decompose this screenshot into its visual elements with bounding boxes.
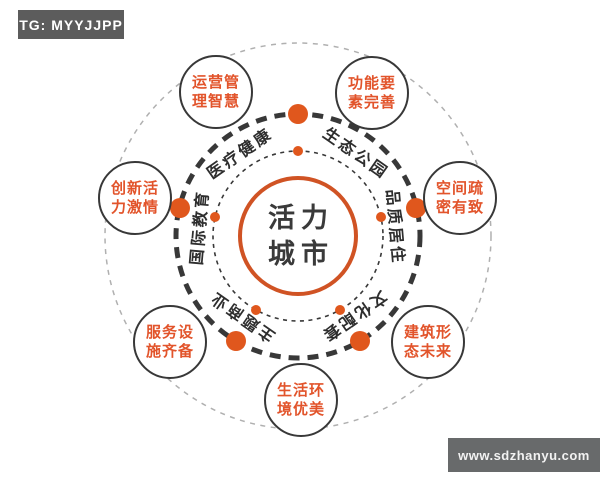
- bubble-line: 力激情: [110, 199, 159, 216]
- center-title: 活力 城市: [262, 200, 334, 272]
- bubble-line: 素完善: [347, 94, 396, 111]
- bubble-operations-wisdom: 运营管 理智慧: [179, 55, 253, 129]
- orange-dot-bottom-left: [226, 331, 246, 351]
- bubble-spatial-density: 空间疏 密有致: [423, 161, 497, 235]
- bubble-line: 服务设: [145, 324, 194, 341]
- bubble-line: 建筑形: [403, 324, 452, 341]
- orange-dot-top: [288, 104, 308, 124]
- bubble-service-facilities: 服务设 施齐备: [133, 305, 207, 379]
- orange-dot-bottom-right: [350, 331, 370, 351]
- bubble-line: 功能要: [347, 75, 396, 92]
- orange-dot-small-right: [376, 212, 386, 222]
- bubble-line: 态未来: [403, 343, 452, 360]
- bubble-line: 境优美: [276, 401, 325, 418]
- outer-dashed-ring: [104, 42, 492, 430]
- center-circle: [238, 176, 358, 296]
- bubble-line: 空间疏: [435, 180, 484, 197]
- orange-dot-small-top: [293, 146, 303, 156]
- bubble-beautiful-environment: 生活环 境优美: [264, 363, 338, 437]
- orange-dot-small-left: [210, 212, 220, 222]
- center-title-line2: 城市: [268, 239, 334, 269]
- bubble-line: 理智慧: [191, 93, 240, 110]
- bubble-line: 生活环: [276, 382, 325, 399]
- bubble-line: 运营管: [191, 74, 240, 91]
- bubble-innovation-vitality: 创新活 力激情: [98, 161, 172, 235]
- orange-dot-small-bottom-right: [335, 305, 345, 315]
- bubble-future-architecture: 建筑形 态未来: [391, 305, 465, 379]
- bubble-line: 密有致: [435, 199, 484, 216]
- orange-dot-right: [406, 198, 426, 218]
- bubble-complete-functions: 功能要 素完善: [335, 56, 409, 130]
- bubble-line: 创新活: [110, 180, 159, 197]
- orange-dot-small-bottom-left: [251, 305, 261, 315]
- bubble-line: 施齐备: [145, 343, 194, 360]
- tg-badge: TG: MYYJJPP: [18, 10, 124, 39]
- watermark-url: www.sdzhanyu.com: [448, 438, 600, 472]
- orange-dot-left: [170, 198, 190, 218]
- center-title-line1: 活力: [268, 203, 334, 233]
